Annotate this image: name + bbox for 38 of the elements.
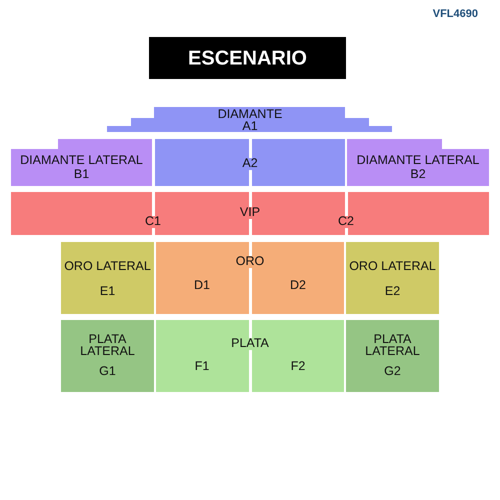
section-label: E1 [100, 286, 116, 298]
section-label: A1 [242, 121, 258, 133]
stage-block [149, 37, 346, 79]
section-label: G1 [99, 366, 116, 378]
seating-section [347, 139, 489, 186]
stage-label: ESCENARIO [188, 50, 307, 68]
seating-section [61, 242, 154, 314]
seating-section [156, 320, 344, 392]
section-label: C2 [337, 216, 355, 228]
section-label: D1 [193, 280, 211, 292]
section-label: PLATA [230, 338, 270, 350]
seating-section [11, 139, 152, 186]
section-label: B2 [410, 169, 426, 181]
section-label: F1 [194, 361, 210, 373]
section-label: DIAMANTE LATERAL [356, 155, 480, 167]
section-label: ORO [234, 256, 266, 268]
section-label: DIAMANTE [218, 109, 282, 121]
seating-section [107, 107, 392, 132]
seating-section [155, 139, 345, 186]
seating-section [11, 192, 489, 235]
section-label: B1 [74, 169, 90, 181]
section-label: ORO LATERAL [64, 261, 151, 273]
section-label: F2 [290, 361, 306, 373]
section-label: G2 [384, 366, 401, 378]
seating-section [61, 320, 154, 392]
section-label: D2 [289, 280, 307, 292]
section-label: ORO LATERAL [349, 261, 436, 273]
section-label: PLATA LATERAL [364, 334, 421, 358]
section-label: A2 [241, 158, 259, 170]
section-label: PLATA LATERAL [79, 334, 136, 358]
seating-section [346, 242, 439, 314]
seating-section [156, 242, 344, 314]
section-label: VIP [238, 207, 262, 219]
section-label: C1 [144, 216, 162, 228]
seating-section [346, 320, 439, 392]
section-label: DIAMANTE LATERAL [20, 155, 143, 167]
section-label: E2 [384, 286, 400, 298]
venue-code: VFL4690 [432, 9, 478, 20]
